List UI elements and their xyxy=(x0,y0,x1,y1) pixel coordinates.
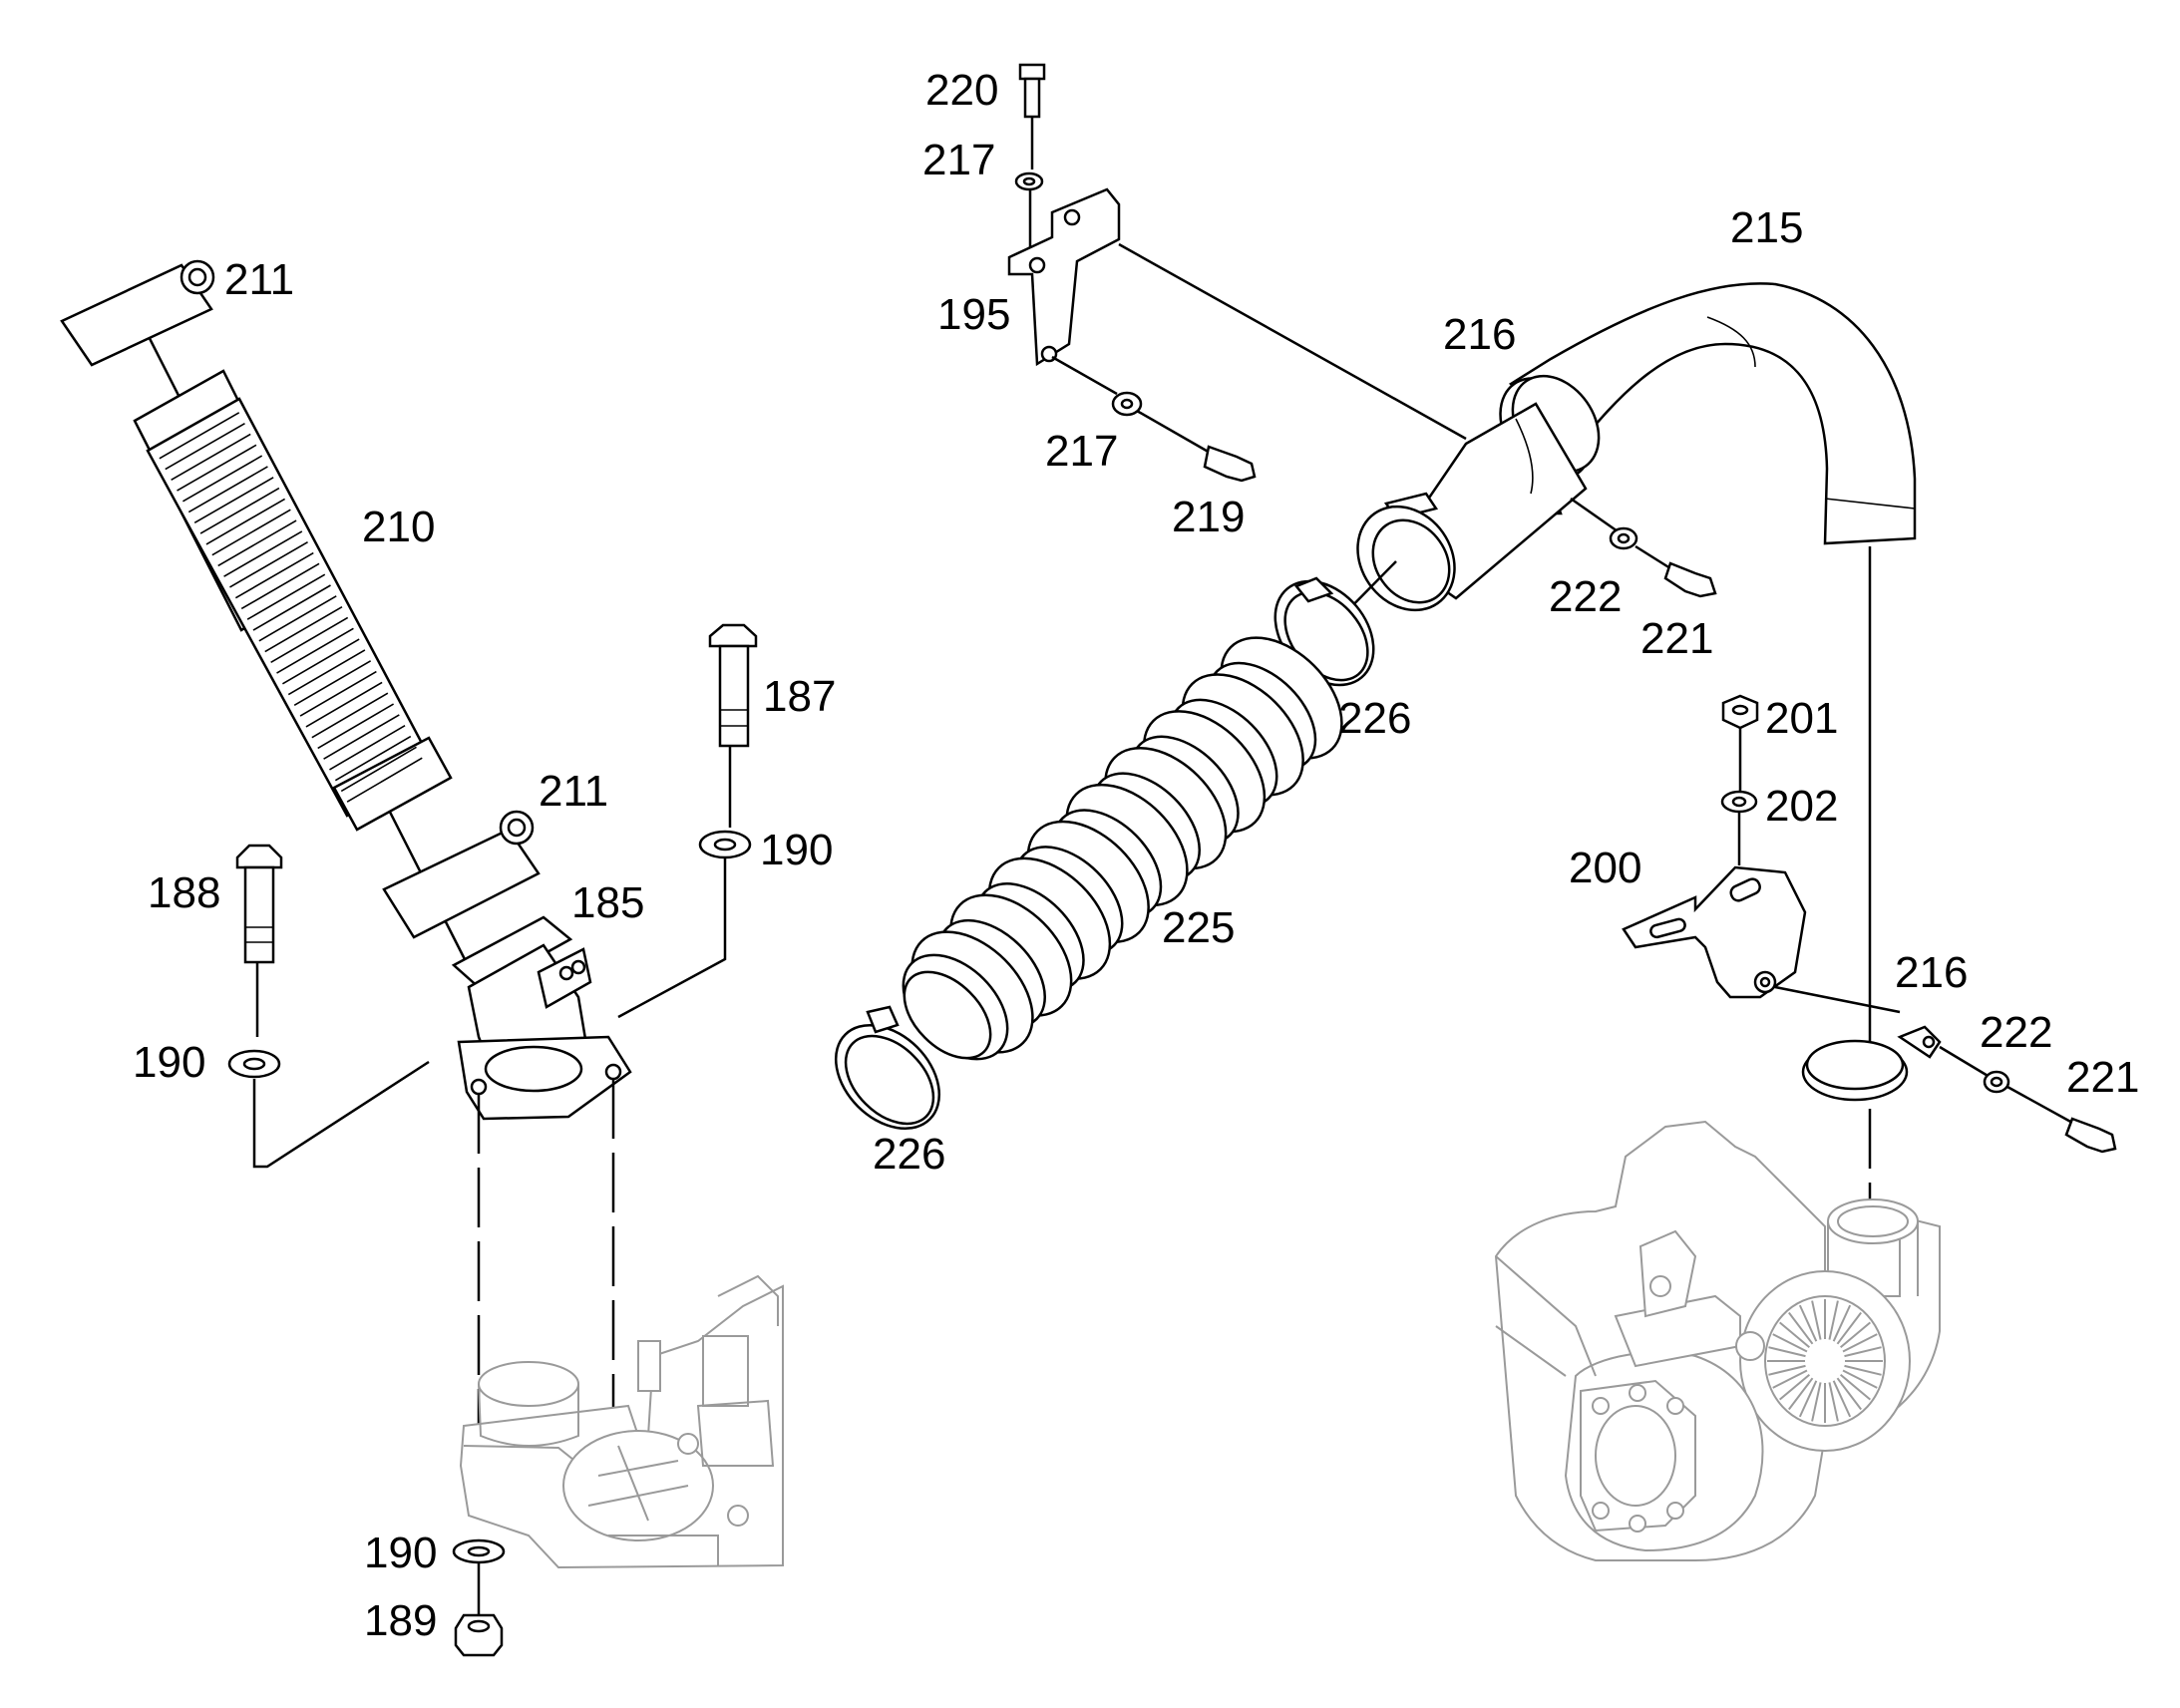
bellows-hose-225 xyxy=(902,636,1343,1061)
label-195: 195 xyxy=(937,290,1010,339)
corrugated-hose-210 xyxy=(133,369,453,832)
label-226-lower: 226 xyxy=(873,1130,945,1179)
washer-190-bottom xyxy=(452,1538,506,1564)
bracket-195 xyxy=(1007,187,1121,367)
washer-190-left xyxy=(227,1049,281,1079)
label-219: 219 xyxy=(1172,493,1245,541)
bolt-221-right xyxy=(2064,1117,2117,1154)
pipe-end-216 xyxy=(1356,402,1588,612)
label-201: 201 xyxy=(1765,694,1838,743)
label-185: 185 xyxy=(571,878,644,927)
label-202: 202 xyxy=(1765,782,1838,831)
label-188: 188 xyxy=(148,868,220,917)
label-221-top: 221 xyxy=(1640,614,1713,663)
upper-assembly xyxy=(1007,63,1917,612)
pipe-215 xyxy=(1509,282,1917,545)
ring-216-lower xyxy=(1801,1025,1942,1102)
label-222-top: 222 xyxy=(1549,572,1622,621)
clamp-226-lower xyxy=(834,1005,941,1131)
label-211-upper: 211 xyxy=(224,255,294,304)
bolt-187 xyxy=(708,623,758,748)
middle-hose xyxy=(834,560,1397,1131)
label-216-lower: 216 xyxy=(1895,948,1968,997)
bolt-220 xyxy=(1018,63,1046,119)
label-220: 220 xyxy=(925,66,998,115)
washer-222-top xyxy=(1609,526,1638,550)
bolt-221-top xyxy=(1663,561,1717,598)
label-187: 187 xyxy=(763,672,836,721)
bolt-188 xyxy=(235,844,283,964)
label-189: 189 xyxy=(364,1596,437,1645)
label-222-right: 222 xyxy=(1980,1008,2052,1057)
callout-labels: 211 210 211 187 190 185 188 190 190 189 … xyxy=(133,66,2139,1645)
bracket-200 xyxy=(1622,865,1807,999)
washer-217-top xyxy=(1014,171,1044,191)
turbo-housing xyxy=(1494,1120,1941,1561)
clamp-211-upper xyxy=(60,259,215,367)
engine-housing-left xyxy=(459,1274,784,1569)
washer-217-lower xyxy=(1111,391,1143,417)
left-assembly xyxy=(60,259,784,1657)
label-215: 215 xyxy=(1730,203,1803,252)
bolt-219 xyxy=(1203,445,1257,483)
label-210: 210 xyxy=(362,503,435,551)
right-assembly xyxy=(1494,546,2117,1561)
washer-190-right xyxy=(698,830,752,859)
elbow-flange-185 xyxy=(451,915,632,1121)
clamp-211-lower xyxy=(382,810,541,939)
nut-201 xyxy=(1721,694,1759,730)
nut-189 xyxy=(454,1613,504,1657)
label-226-upper: 226 xyxy=(1338,694,1411,743)
label-216-top: 216 xyxy=(1443,310,1516,359)
label-190-left: 190 xyxy=(133,1038,205,1087)
label-190-bottom: 190 xyxy=(364,1529,437,1577)
label-217-top: 217 xyxy=(922,136,995,184)
label-225: 225 xyxy=(1162,903,1235,952)
label-211-lower: 211 xyxy=(539,767,608,816)
label-200: 200 xyxy=(1569,844,1641,892)
washer-222-right xyxy=(1983,1070,2010,1094)
washer-202 xyxy=(1720,790,1758,814)
label-190-right: 190 xyxy=(760,826,833,874)
label-221-right: 221 xyxy=(2066,1053,2139,1102)
label-217-lower: 217 xyxy=(1045,427,1118,476)
